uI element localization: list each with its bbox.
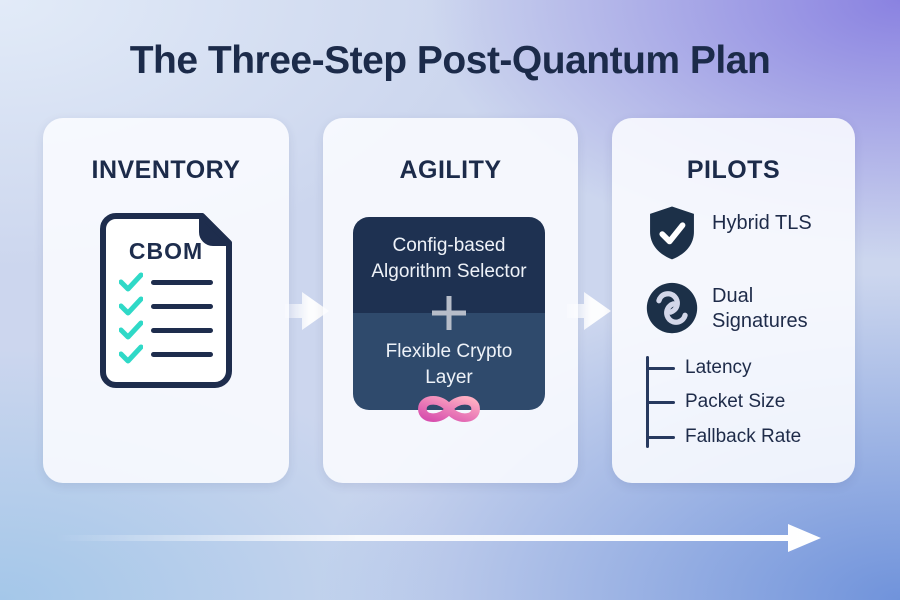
arrow-right-icon bbox=[285, 292, 329, 330]
checklist-row bbox=[119, 320, 213, 340]
infinity-icon bbox=[418, 396, 480, 422]
metric-tick bbox=[646, 401, 675, 404]
check-icon bbox=[119, 344, 143, 364]
checklist-line bbox=[151, 279, 213, 285]
check-icon bbox=[119, 296, 143, 316]
timeline-arrow-icon bbox=[55, 524, 821, 552]
page-title: The Three-Step Post-Quantum Plan bbox=[129, 39, 771, 82]
cbom-document-icon: CBOM bbox=[99, 212, 233, 388]
metric-tick bbox=[646, 367, 675, 370]
pilots-card: PILOTS Hybrid TLS Dual Signatures Latenc… bbox=[612, 118, 855, 483]
selector-label: Config-based Algorithm Selector bbox=[353, 233, 545, 285]
checklist bbox=[119, 272, 213, 364]
shield-check-icon bbox=[650, 206, 694, 260]
dual-signatures-line2: Signatures bbox=[712, 310, 808, 332]
checklist-row bbox=[119, 296, 213, 316]
plus-icon bbox=[432, 296, 466, 330]
checklist-line bbox=[151, 351, 213, 357]
checklist-row bbox=[119, 272, 213, 292]
check-icon bbox=[119, 320, 143, 340]
checklist-row bbox=[119, 344, 213, 364]
document-label: CBOM bbox=[128, 238, 204, 264]
dual-signatures-line1: Dual bbox=[712, 285, 754, 307]
metric-fallback-rate: Fallback Rate bbox=[685, 426, 802, 447]
document-outline-icon bbox=[100, 213, 232, 388]
pilots-heading: PILOTS bbox=[686, 156, 781, 184]
check-icon bbox=[119, 272, 143, 292]
metric-tick bbox=[646, 436, 675, 439]
crypto-layer-line1: Flexible Crypto bbox=[385, 341, 513, 362]
agility-card: AGILITY Config-based Algorithm Selector … bbox=[323, 118, 578, 483]
metric-latency: Latency bbox=[685, 357, 752, 378]
dual-signatures-label: Dual Signatures bbox=[712, 284, 808, 334]
agility-stack-panel: Config-based Algorithm Selector Flexible… bbox=[353, 217, 545, 422]
hybrid-tls-label: Hybrid TLS bbox=[712, 212, 812, 234]
agility-heading: AGILITY bbox=[399, 156, 502, 184]
checklist-line bbox=[151, 303, 213, 309]
selector-label-line2: Algorithm Selector bbox=[371, 261, 527, 282]
sync-icon bbox=[646, 282, 698, 334]
inventory-card: INVENTORY CBOM bbox=[43, 118, 289, 483]
selector-label-line1: Config-based bbox=[392, 235, 506, 256]
inventory-heading: INVENTORY bbox=[91, 156, 241, 184]
metric-packet-size: Packet Size bbox=[685, 391, 786, 412]
arrow-right-icon bbox=[567, 292, 611, 330]
crypto-layer-line2: Layer bbox=[425, 367, 473, 388]
checklist-line bbox=[151, 327, 213, 333]
crypto-layer-label: Flexible Crypto Layer bbox=[353, 339, 545, 391]
